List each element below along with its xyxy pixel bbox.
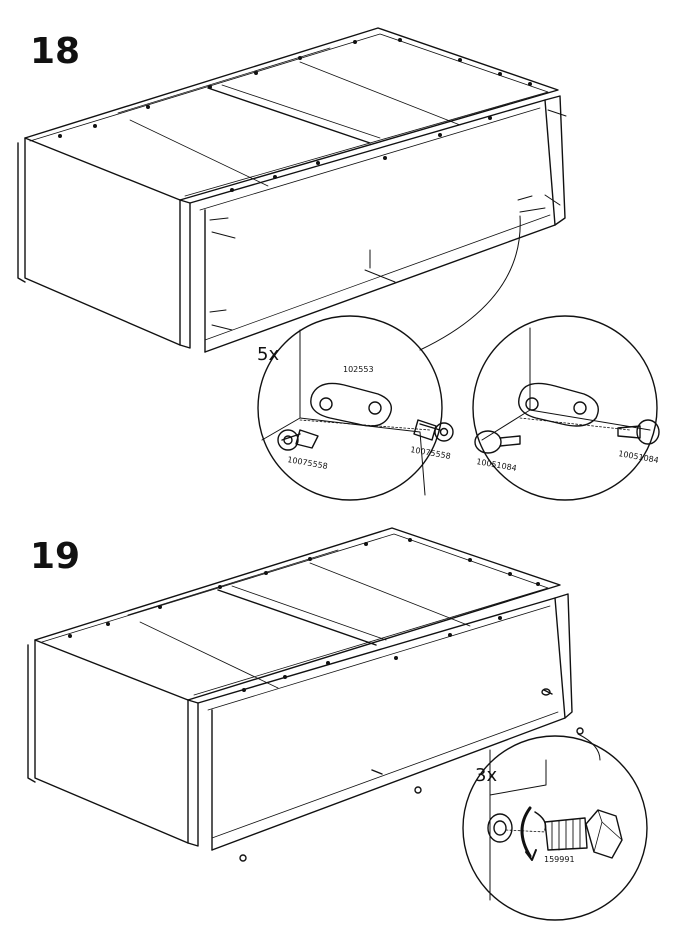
step-18-number: 18 xyxy=(30,31,81,72)
step-18-detail-dowels: 102553 10075558 10075558 xyxy=(257,315,454,501)
step-19-screw-holes xyxy=(68,538,540,692)
part-10075558-right-label: 10075558 xyxy=(410,445,452,461)
part-102553-label: 102553 xyxy=(343,365,374,374)
part-159991-label: 159991 xyxy=(544,855,575,864)
step-18-screw-holes xyxy=(58,38,532,192)
step-18-quantity: 5x xyxy=(257,344,280,365)
step-18-detail-pins: 10051084 10051084 xyxy=(472,315,660,501)
step-19-number: 19 xyxy=(30,536,81,577)
part-10075558-left-label: 10075558 xyxy=(287,455,329,471)
part-10051084-left-label: 10051084 xyxy=(476,457,518,473)
step-19-quantity: 3x xyxy=(475,765,498,786)
step-19-detail-screw: 159991 xyxy=(462,735,648,921)
step-19-cabinet xyxy=(27,527,601,862)
step-18-cabinet xyxy=(17,27,567,353)
